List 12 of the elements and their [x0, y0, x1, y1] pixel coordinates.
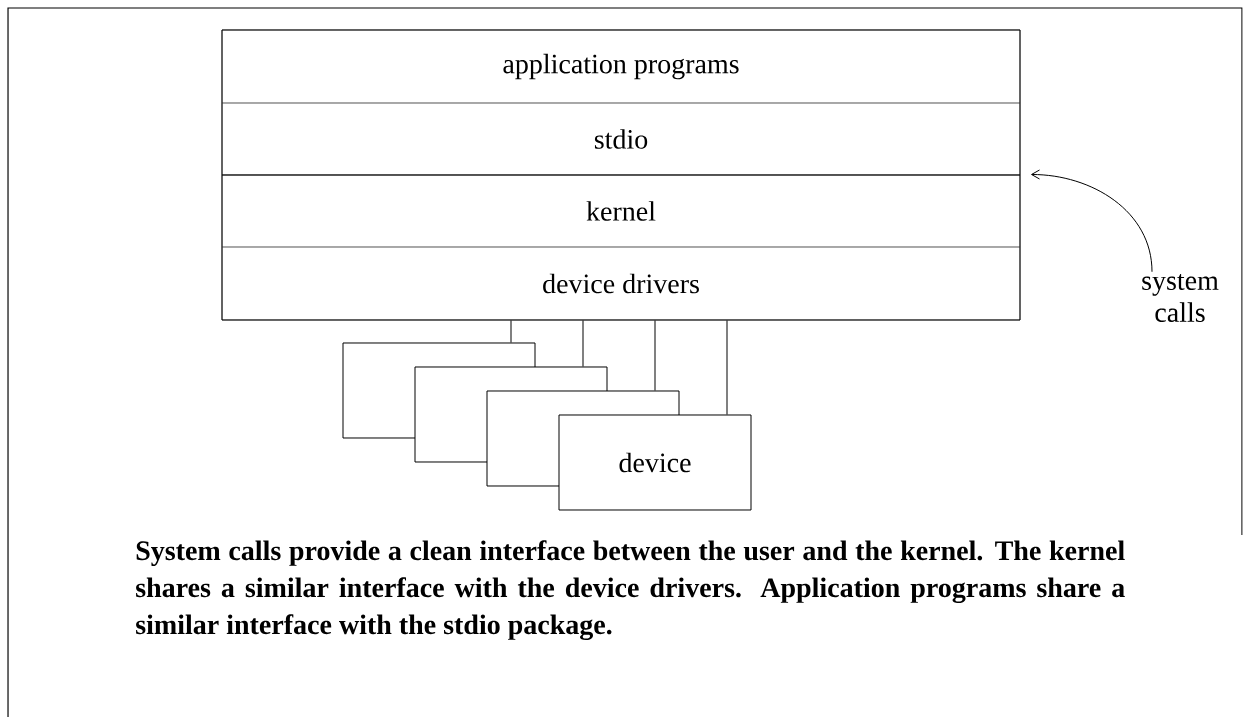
layer-label: application programs: [221, 29, 1021, 104]
curved-arrow: [1031, 169, 1153, 273]
connector-line: [654, 320, 656, 391]
connector-line: [510, 320, 512, 343]
connector-line: [726, 320, 728, 415]
layer-label: device drivers: [221, 246, 1021, 321]
device-box: device: [558, 414, 752, 511]
layer-label: kernel: [221, 174, 1021, 248]
layer-label: stdio: [221, 102, 1021, 176]
connector-line: [582, 320, 584, 367]
caption-text: System calls provide a clean interface between the user and the kernel. The kernel shares a similar interface with the device drivers. Application programs share a similar interface with the stdio package.: [136, 540, 1125, 641]
annotation-text: system calls: [1142, 273, 1219, 322]
